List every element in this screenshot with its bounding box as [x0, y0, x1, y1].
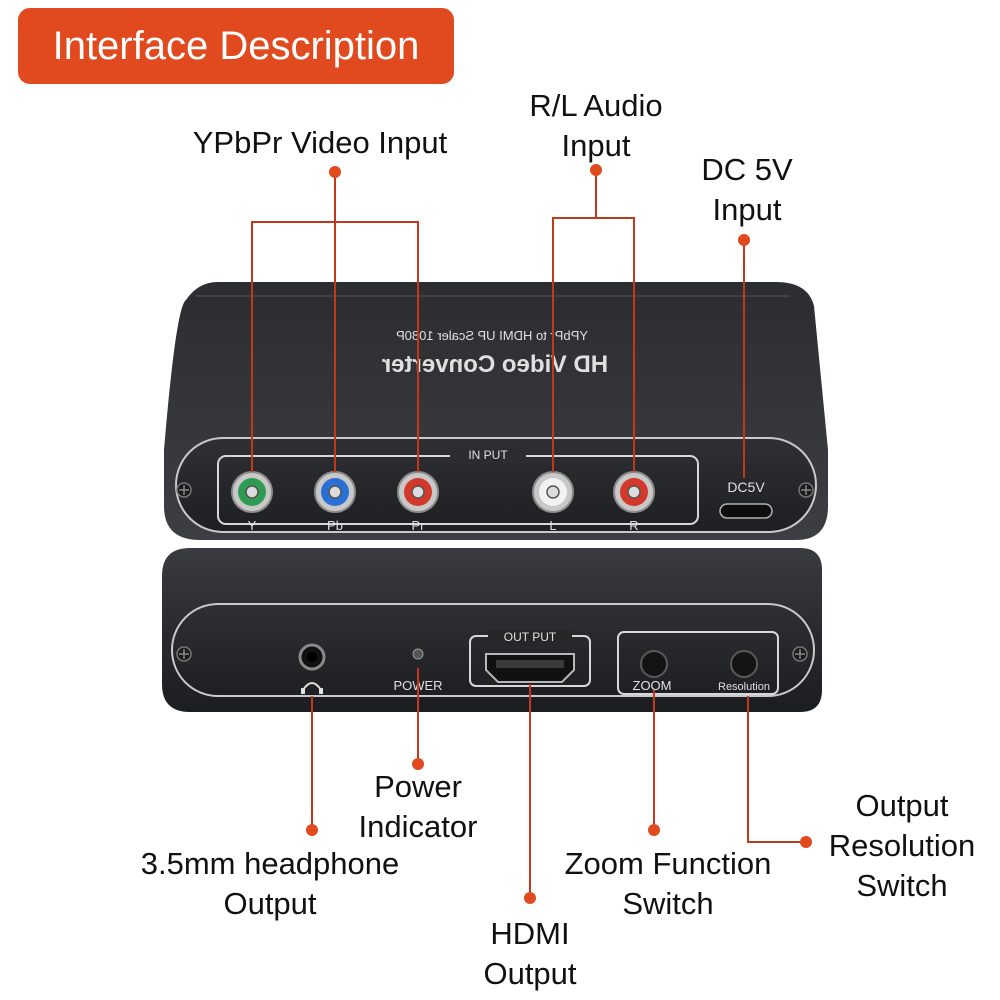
- brand-line1: HD Video Converter: [382, 351, 608, 378]
- zoom-dot: [648, 824, 660, 836]
- dc-label: DC5V: [727, 479, 765, 495]
- headphone-jack[interactable]: [298, 643, 326, 671]
- zoom-callout: Zoom Function Switch: [548, 844, 788, 924]
- brand-line2: YPbPr to HDMI UP Scaler 1080P: [396, 328, 588, 343]
- jack-label-pr: Pr: [412, 518, 426, 533]
- dc-dot: [738, 234, 750, 246]
- hdmi-callout-line1: HDMI: [490, 916, 570, 951]
- headphone-callout: 3.5mm headphone Output: [120, 844, 420, 924]
- ypbpr-leader: [251, 172, 419, 472]
- zoom-callout-line1: Zoom Function: [564, 846, 772, 881]
- audio-leader: [552, 170, 635, 472]
- device-brand: HD Video Converter YPbPr to HDMI UP Scal…: [382, 328, 608, 378]
- jack-label-r: R: [629, 518, 638, 533]
- resolution-callout: Output Resolution Switch: [812, 786, 992, 906]
- headphone-callout-line2: Output: [223, 886, 317, 921]
- jack-label-pb: Pb: [327, 518, 343, 533]
- banner-title: Interface Description: [52, 24, 420, 68]
- buttons-frame: [617, 631, 779, 695]
- zoom-button[interactable]: [640, 650, 668, 678]
- power-callout-line1: Power: [374, 769, 462, 804]
- resolution-dot: [800, 836, 812, 848]
- hdmi-callout-line2: Output: [483, 956, 577, 991]
- resolution-button[interactable]: [730, 650, 758, 678]
- rca-jack-pr[interactable]: [397, 471, 439, 513]
- zoom-label: ZOOM: [633, 678, 672, 693]
- jack-label-l: L: [549, 518, 556, 533]
- leader-dots: [306, 164, 812, 904]
- power-callout-line2: Indicator: [358, 809, 478, 844]
- lower-unit: POWER OUT PUT ZOOM Resolution: [162, 548, 822, 712]
- screw-icon: [176, 482, 192, 498]
- resolution-label: Resolution: [718, 681, 770, 693]
- resolution-leader: [747, 696, 806, 843]
- dc-callout-line1: DC 5V: [701, 152, 793, 187]
- resolution-callout-line2: Resolution: [828, 828, 976, 863]
- jack-label-y: Y: [248, 518, 257, 533]
- audio-dot: [590, 164, 602, 176]
- power-dot: [412, 758, 424, 770]
- dc-callout-line2: Input: [712, 192, 782, 227]
- rca-jack-l[interactable]: [532, 471, 574, 513]
- rca-jack-y[interactable]: [231, 471, 273, 513]
- title-banner: Interface Description: [18, 8, 454, 84]
- leader-lines: [251, 170, 806, 898]
- rca-jack-r[interactable]: [613, 471, 655, 513]
- headphone-callout-line1: 3.5mm headphone: [140, 846, 400, 881]
- ypbpr-callout-text: YPbPr Video Input: [192, 125, 448, 160]
- power-callout: Power Indicator: [328, 767, 508, 847]
- screw-icon: [798, 482, 814, 498]
- jack-labels: Y Pb Pr L R: [248, 518, 639, 533]
- zoom-callout-line2: Switch: [622, 886, 714, 921]
- audio-callout-line2: Input: [561, 128, 631, 163]
- hdmi-dot: [524, 892, 536, 904]
- dc-callout: DC 5V Input: [672, 150, 822, 230]
- headphone-icon: [301, 682, 323, 694]
- resolution-callout-line3: Switch: [856, 868, 948, 903]
- audio-callout: R/L Audio Input: [496, 86, 696, 166]
- rca-jacks: [231, 471, 655, 513]
- output-label: OUT PUT: [504, 630, 557, 644]
- hdmi-callout: HDMI Output: [460, 914, 600, 994]
- power-led: [412, 648, 424, 660]
- ypbpr-callout: YPbPr Video Input: [160, 123, 480, 163]
- hdmi-port[interactable]: [485, 653, 575, 683]
- input-label: IN PUT: [468, 448, 508, 462]
- dc-port[interactable]: [719, 503, 773, 519]
- screw-icon: [176, 646, 192, 662]
- screw-icon: [792, 646, 808, 662]
- ypbpr-dot: [329, 166, 341, 178]
- audio-callout-line1: R/L Audio: [529, 88, 663, 123]
- upper-unit: HD Video Converter YPbPr to HDMI UP Scal…: [164, 282, 828, 540]
- resolution-callout-line1: Output: [855, 788, 949, 823]
- headphone-dot: [306, 824, 318, 836]
- rca-jack-pb[interactable]: [314, 471, 356, 513]
